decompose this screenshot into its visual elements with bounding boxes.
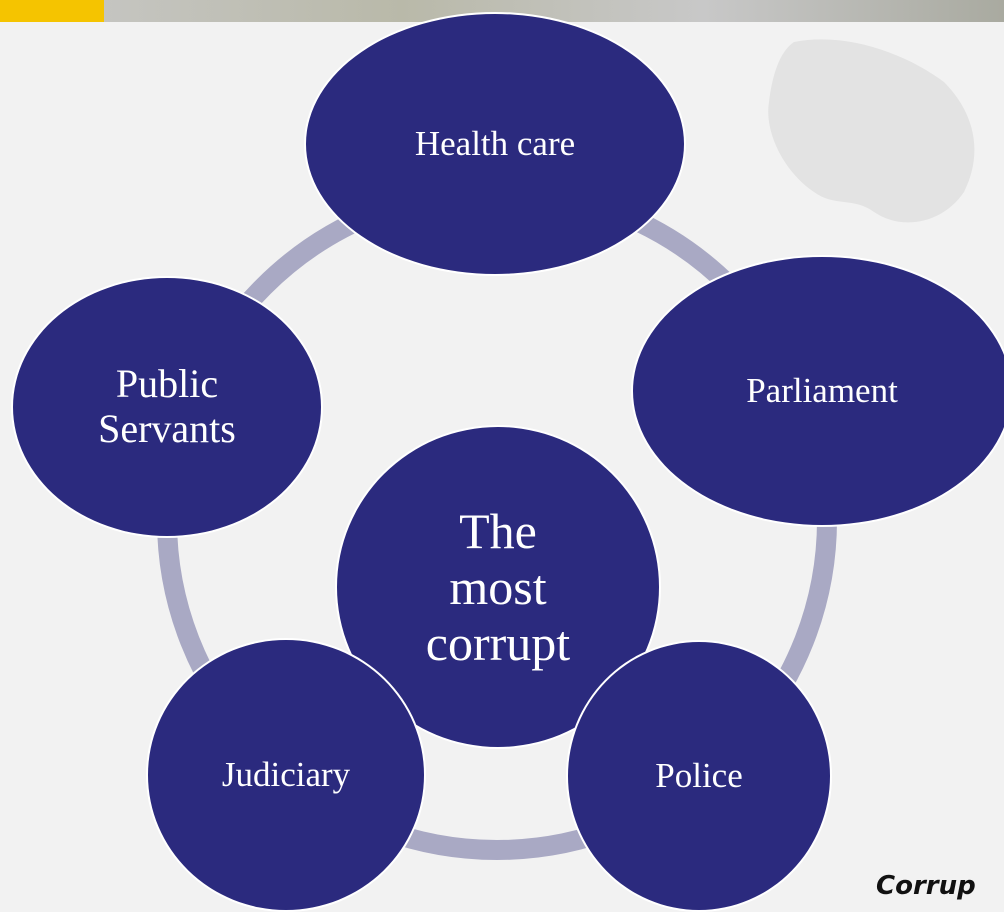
caption-text: Corrup bbox=[876, 871, 976, 901]
world-map-background bbox=[768, 39, 975, 223]
header-band bbox=[0, 0, 1004, 22]
node-police-label: Police bbox=[655, 756, 743, 796]
node-police: Police bbox=[566, 640, 832, 912]
node-health-care-label: Health care bbox=[414, 124, 576, 164]
node-public-servants: Public Servants bbox=[11, 276, 323, 538]
node-judiciary-label: Judiciary bbox=[221, 755, 351, 795]
node-parliament-label: Parliament bbox=[746, 371, 898, 411]
node-health-care: Health care bbox=[304, 12, 686, 276]
node-public-servants-label: Public Servants bbox=[98, 361, 236, 451]
header-accent bbox=[0, 0, 104, 22]
node-judiciary: Judiciary bbox=[146, 638, 426, 912]
node-center-label: The most corrupt bbox=[425, 503, 571, 671]
node-parliament: Parliament bbox=[631, 255, 1004, 527]
